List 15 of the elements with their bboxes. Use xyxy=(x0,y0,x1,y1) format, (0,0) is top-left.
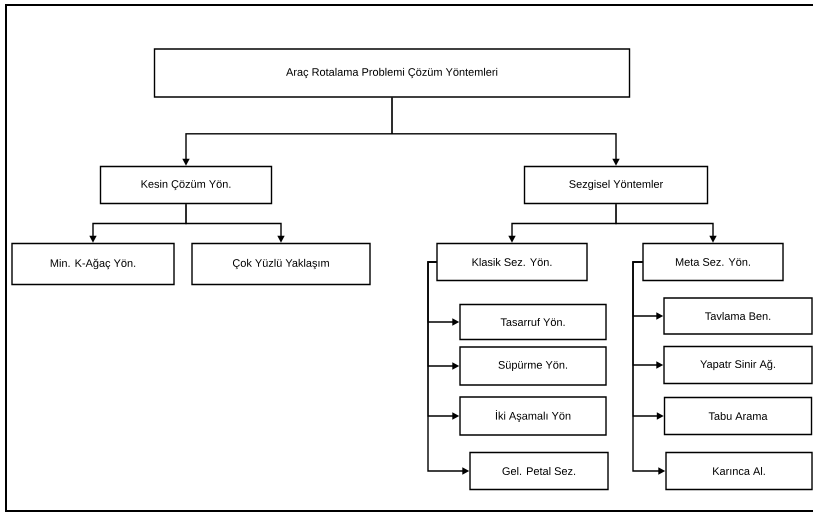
method-box: İki Aşamalı Yön xyxy=(459,396,607,436)
method-box: Kesin Çözüm Yön. xyxy=(100,166,272,204)
method-box: Tasarruf Yön. xyxy=(459,304,607,340)
method-box: Klasik Sez. Yön. xyxy=(436,242,588,282)
method-box: Gel. Petal Sez. xyxy=(469,452,609,490)
method-box: Karınca Al. xyxy=(665,452,813,490)
method-box: Tavlama Ben. xyxy=(663,297,813,335)
method-box: Süpürme Yön. xyxy=(459,346,607,386)
method-box: Sezgisel Yöntemler xyxy=(524,166,708,204)
method-box: Min. K-Ağaç Yön. xyxy=(11,242,175,286)
method-box: Çok Yüzlü Yaklaşım xyxy=(191,242,371,286)
method-box: Meta Sez. Yön. xyxy=(642,242,784,282)
method-box: Yapatr Sinir Ağ. xyxy=(663,346,813,384)
method-box: Tabu Arama xyxy=(664,396,812,436)
method-box: Araç Rotalama Problemi Çözüm Yöntemleri xyxy=(154,48,630,98)
